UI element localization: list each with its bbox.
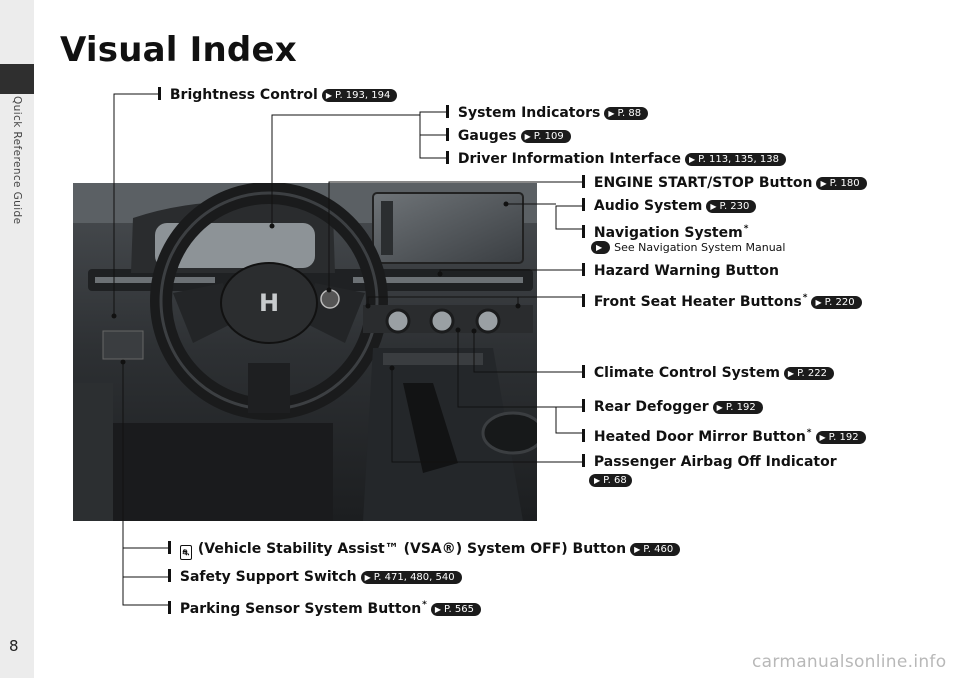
rear-defogger-label: Rear Defogger▶P. 192 xyxy=(582,398,763,416)
page-ref-link[interactable]: ▶P. 230 xyxy=(706,200,757,213)
hazard-warning-label: Hazard Warning Button xyxy=(582,262,779,280)
page-ref-link[interactable]: ▶P. 192 xyxy=(815,431,866,444)
heated-door-mirror-label: Heated Door Mirror Button*▶P. 192 xyxy=(582,424,866,446)
page-ref-link[interactable]: ▶P. 88 xyxy=(604,107,649,120)
page-ref-link[interactable]: ▶P. 68 xyxy=(589,474,632,487)
climate-control-label: Climate Control System▶P. 222 xyxy=(582,364,834,382)
vsa-off-icon: ⛐ xyxy=(179,545,192,560)
system-indicators-label: System Indicators▶P. 88 xyxy=(446,104,649,122)
section-label: Quick Reference Guide xyxy=(11,96,23,225)
ref-arrow-icon: ▶ xyxy=(710,202,717,211)
page-ref-link[interactable]: ▶P. 192 xyxy=(712,401,763,414)
navigation-note: ▶See Navigation System Manual xyxy=(591,241,785,254)
sidebar: Quick Reference Guide 8 xyxy=(0,0,34,678)
navigation-system-label: Navigation System* xyxy=(582,220,749,242)
page-ref-link[interactable]: ▶P. 471, 480, 540 xyxy=(360,571,462,584)
ref-arrow-icon: ▶ xyxy=(594,476,601,485)
brightness-control-label: Brightness Control▶P. 193, 194 xyxy=(158,86,398,104)
driver-info-interface-label: Driver Information Interface▶P. 113, 135… xyxy=(446,150,786,168)
page-ref-link[interactable]: ▶P. 109 xyxy=(520,130,571,143)
ref-arrow-icon: ▶ xyxy=(596,243,603,252)
ref-arrow-icon: ▶ xyxy=(787,369,795,378)
passenger-airbag-label: Passenger Airbag Off Indicator xyxy=(582,453,837,471)
ref-arrow-icon: ▶ xyxy=(634,545,641,554)
page-title: Visual Index xyxy=(60,30,297,70)
vsa-off-button-label: ⛐(Vehicle Stability Assist™ (VSA®) Syste… xyxy=(168,540,681,560)
watermark: carmanualsonline.info xyxy=(752,652,947,672)
page-ref-link[interactable]: ▶P. 460 xyxy=(630,543,681,556)
page-number: 8 xyxy=(9,637,19,655)
dashboard-photo: H xyxy=(73,183,537,521)
ref-arrow-icon: ▶ xyxy=(608,109,615,118)
asterisk-icon: * xyxy=(743,224,749,234)
ref-arrow-icon: ▶ xyxy=(819,433,826,442)
svg-text:H: H xyxy=(259,289,279,317)
page-ref-link[interactable]: ▶P. 113, 135, 138 xyxy=(684,153,786,166)
gauges-label: Gauges▶P. 109 xyxy=(446,127,571,145)
passenger-airbag-ref: ▶P. 68 xyxy=(589,474,636,487)
asterisk-icon: * xyxy=(422,600,427,610)
engine-start-stop-label: ENGINE START/STOP Button▶P. 180 xyxy=(582,174,867,192)
section-tab[interactable] xyxy=(0,64,34,94)
page-ref-link[interactable]: ▶P. 565 xyxy=(430,603,481,616)
ref-arrow-icon: ▶ xyxy=(815,298,822,307)
audio-system-label: Audio System▶P. 230 xyxy=(582,197,757,215)
safety-support-switch-label: Safety Support Switch▶P. 471, 480, 540 xyxy=(168,568,462,586)
ref-arrow-icon: ▶ xyxy=(716,403,723,412)
asterisk-icon: * xyxy=(806,428,812,438)
ref-arrow-icon: ▶ xyxy=(820,179,827,188)
page-ref-link[interactable]: ▶P. 193, 194 xyxy=(321,89,398,102)
ref-arrow-icon: ▶ xyxy=(364,573,371,582)
ref-arrow-icon: ▶ xyxy=(524,132,531,141)
front-seat-heater-label: Front Seat Heater Buttons*▶P. 220 xyxy=(582,289,862,311)
ref-arrow-icon: ▶ xyxy=(325,91,332,100)
page-ref-link[interactable]: ▶P. 220 xyxy=(811,296,862,309)
page-ref-link[interactable]: ▶P. 222 xyxy=(783,367,834,380)
ref-arrow-icon: ▶ xyxy=(688,155,696,164)
page-ref-link[interactable]: ▶P. 180 xyxy=(816,177,867,190)
asterisk-icon: * xyxy=(802,293,808,303)
ref-arrow-icon: ▶ xyxy=(434,605,442,614)
page-ref-link[interactable]: ▶ xyxy=(591,241,611,254)
parking-sensor-label: Parking Sensor System Button*▶P. 565 xyxy=(168,596,481,618)
